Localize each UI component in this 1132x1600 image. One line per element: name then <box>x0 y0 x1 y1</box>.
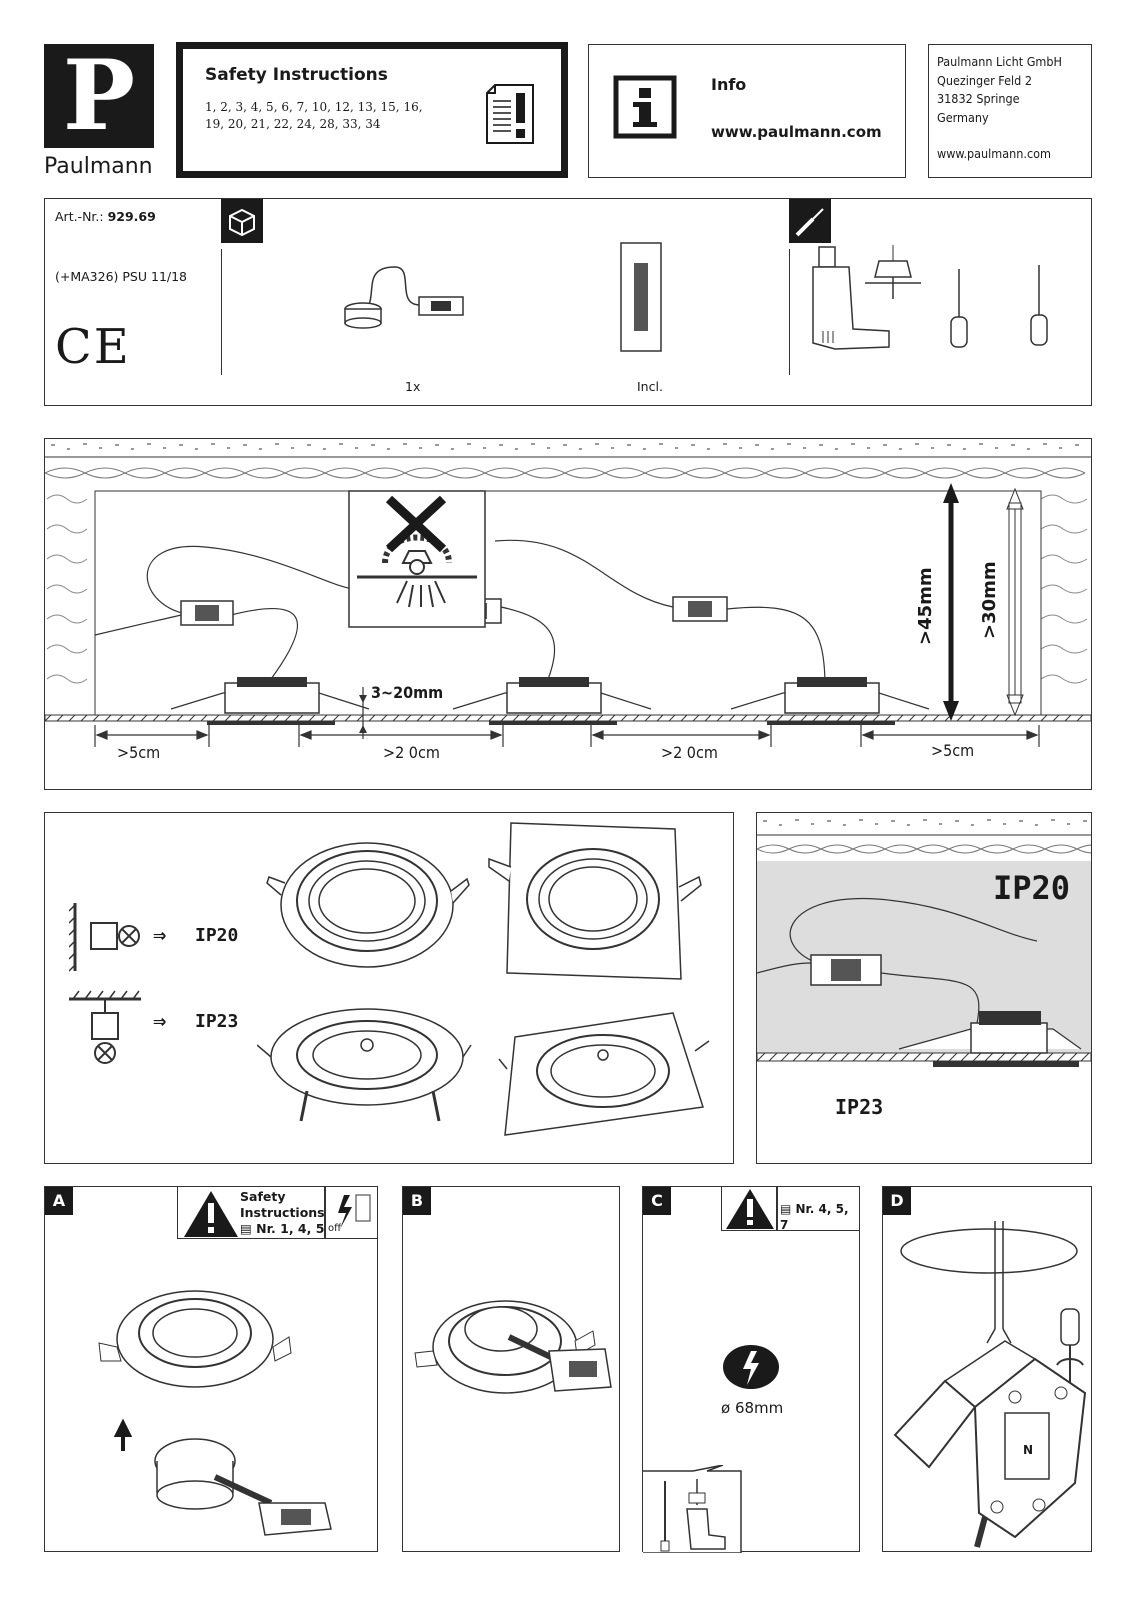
warning-triangle-icon <box>184 1191 238 1237</box>
safety-numbers-line1: 1, 2, 3, 4, 5, 6, 7, 10, 12, 13, 15, 16, <box>205 100 423 114</box>
included-label: Incl. <box>637 379 663 394</box>
ceiling-arrow: ⇒ <box>153 1009 167 1034</box>
transformer-with-cable-illustration <box>344 266 464 329</box>
address-country: Germany <box>937 109 989 125</box>
tools-illustration <box>812 245 1048 350</box>
step-a-panel: A Safety Instructions ▤ Nr. 1, 4, 5 off <box>44 1186 378 1552</box>
logo-block <box>44 44 154 148</box>
ce-mark: CE <box>55 319 131 375</box>
step-b-letter: B <box>403 1187 431 1215</box>
divider <box>324 1187 326 1239</box>
round-fixture-wall-illustration <box>266 842 470 968</box>
step-a-illustration <box>98 1290 332 1536</box>
panel-ip23-label: IP23 <box>835 1095 884 1119</box>
address-city: 31832 Springe <box>937 91 1020 106</box>
step-a-warning-line1: Safety <box>240 1189 286 1204</box>
doc-icon: ▤ <box>780 1202 796 1216</box>
connector <box>180 600 234 626</box>
safety-instructions-box: Safety Instructions 1, 2, 3, 4, 5, 6, 7,… <box>176 42 568 178</box>
address-url[interactable]: www.paulmann.com <box>937 146 1051 161</box>
step-c-letter: C <box>643 1187 671 1215</box>
off-label: off <box>328 1223 342 1234</box>
spacing-2-dimension: >2 0cm <box>661 743 718 762</box>
step-a-warning: Safety Instructions ▤ Nr. 1, 4, 5 off <box>177 1187 377 1239</box>
tools-icon <box>789 199 831 243</box>
warning-triangle-icon <box>726 1189 774 1229</box>
step-c-warning-text: ▤ Nr. 4, 5, 7 <box>780 1201 859 1233</box>
wall-mount-icon <box>69 903 140 972</box>
info-icon <box>613 75 677 139</box>
safety-title: Safety Instructions <box>205 65 388 85</box>
edge-left-dimension: >5cm <box>117 743 161 762</box>
step-d-illustration <box>893 1221 1087 1548</box>
brand-name: Paulmann <box>44 154 153 179</box>
no-insulation-cover-icon <box>348 490 486 628</box>
edge-right-dimension: >5cm <box>931 741 975 760</box>
wall-arrow: ⇒ <box>153 923 167 948</box>
address-box: Paulmann Licht GmbH Quezinger Feld 2 318… <box>928 44 1092 178</box>
doc-icon: ▤ <box>240 1221 257 1236</box>
terminal-n-label: N <box>1023 1443 1034 1457</box>
step-a-warning-text: Safety Instructions ▤ Nr. 1, 4, 5 <box>240 1189 325 1237</box>
power-off-icon <box>338 1194 371 1229</box>
quantity-label: 1x <box>405 379 421 394</box>
info-title: Info <box>711 75 747 94</box>
spotlight <box>730 677 930 725</box>
package-contents-icon <box>221 199 263 243</box>
gap-dimension: 3~20mm <box>371 683 444 702</box>
safety-numbers-line2: 19, 20, 21, 22, 24, 28, 33, 34 <box>205 117 381 131</box>
info-box: Info www.paulmann.com <box>588 44 906 178</box>
square-fixture-wall-illustration <box>488 822 702 980</box>
spotlight <box>452 677 652 725</box>
cut-hole-icon <box>723 1345 779 1389</box>
divider <box>776 1187 778 1231</box>
depth-30-dimension: >30mm <box>979 561 1000 639</box>
depth-45-dimension: >45mm <box>915 567 936 645</box>
round-fixture-ceiling-illustration <box>257 1008 472 1122</box>
article-number-value: 929.69 <box>107 209 156 224</box>
psu-label: (+MA326) PSU 11/18 <box>55 269 188 284</box>
step-d-panel: D N <box>882 1186 1092 1552</box>
article-number-label: Art.-Nr.: <box>55 209 104 224</box>
spacing-1-dimension: >2 0cm <box>383 743 440 762</box>
logo-letter: P <box>62 39 136 152</box>
product-box: Art.-Nr.: 929.69 (+MA326) PSU 11/18 CE <box>44 198 1092 406</box>
ceiling-cross-section <box>45 439 1091 747</box>
step-a-warning-line3: Nr. 1, 4, 5 <box>256 1221 325 1236</box>
divider <box>221 249 222 375</box>
safety-numbers: 1, 2, 3, 4, 5, 6, 7, 10, 12, 13, 15, 16,… <box>205 99 465 133</box>
connector <box>672 596 728 622</box>
tool-callout <box>643 1465 742 1553</box>
installation-diagram: 3~20mm >5cm >2 0cm >2 0cm >5cm >45mm >30… <box>44 438 1092 790</box>
address: Paulmann Licht GmbH Quezinger Feld 2 318… <box>937 53 1062 164</box>
document-warning-icon <box>486 84 534 144</box>
step-d-letter: D <box>883 1187 911 1215</box>
step-b-illustration <box>414 1300 612 1394</box>
fixture-frame-illustration <box>620 242 662 352</box>
wall-ip-rating: IP20 <box>195 925 239 946</box>
ip-ratings-panel: ⇒ IP20 ⇒ IP23 <box>44 812 734 1164</box>
step-a-letter: A <box>45 1187 73 1215</box>
info-url[interactable]: www.paulmann.com <box>711 123 882 141</box>
address-street: Quezinger Feld 2 <box>937 72 1033 88</box>
spotlight <box>170 677 370 725</box>
step-c-warning: ▤ Nr. 4, 5, 7 <box>721 1187 859 1233</box>
ip-installation-panel: IP20 IP23 <box>756 812 1092 1164</box>
divider <box>789 249 790 375</box>
step-a-warning-line2: Instructions <box>240 1205 325 1220</box>
ceiling-install-illustration <box>757 819 1091 1067</box>
square-fixture-ceiling-illustration <box>498 1012 710 1136</box>
step-b-panel: B <box>402 1186 620 1552</box>
ceiling-mount-icon <box>69 990 141 1064</box>
ceiling-ip-rating: IP23 <box>195 1011 239 1032</box>
step-c-warning-nr: Nr. 4, 5, 7 <box>780 1202 849 1232</box>
step-c-panel: C ▤ Nr. 4, 5, 7 ø 68mm <box>642 1186 860 1553</box>
panel-ip20-label: IP20 <box>993 869 1071 907</box>
address-company: Paulmann Licht GmbH <box>937 54 1062 69</box>
article-number: Art.-Nr.: 929.69 <box>55 209 156 224</box>
hole-diameter: ø 68mm <box>721 1399 784 1417</box>
